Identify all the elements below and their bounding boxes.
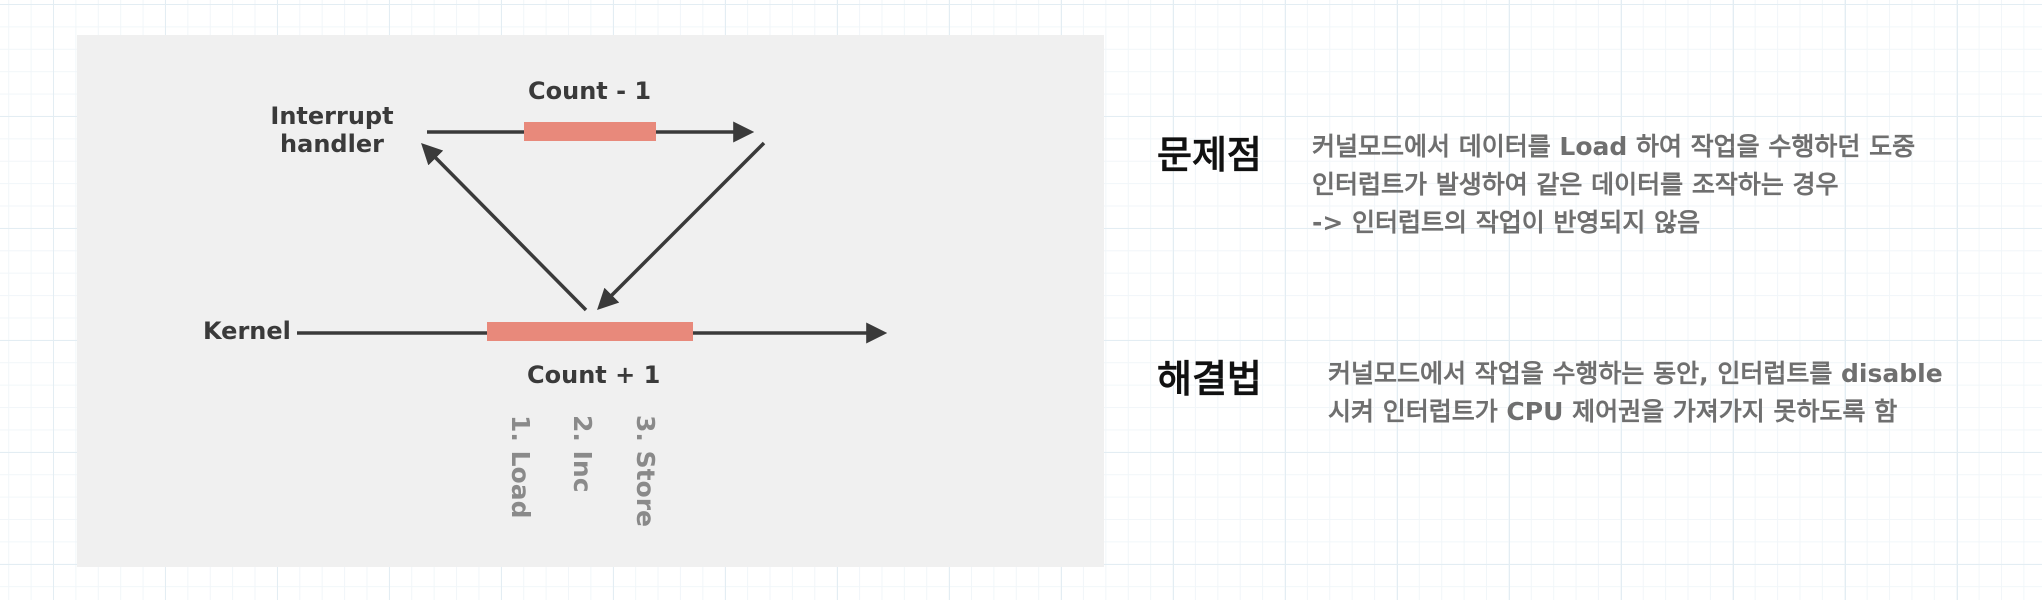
problem-line: 커널모드에서 데이터를 Load 하여 작업을 수행하던 도중 — [1312, 132, 1916, 161]
step-inc-label: 2. Inc — [568, 415, 597, 493]
step-store-label: 3. Store — [631, 415, 660, 528]
interrupt-handler-label: Interrupt handler — [270, 102, 394, 158]
count-minus-bar — [524, 122, 656, 141]
solution-line: 시켜 인터럽트가 CPU 제어권을 가져가지 못하도록 함 — [1328, 397, 1898, 426]
problem-description: 커널모드에서 데이터를 Load 하여 작업을 수행하던 도중 인터럽트가 발생… — [1312, 128, 1915, 242]
solution-description: 커널모드에서 작업을 수행하는 동안, 인터럽트를 disable 시켜 인터럽… — [1328, 355, 1943, 431]
count-plus-label: Count + 1 — [527, 361, 661, 389]
step-load-label: 1. Load — [506, 415, 535, 519]
solution-title: 해결법 — [1157, 357, 1262, 401]
kernel-label: Kernel — [203, 317, 291, 345]
count-plus-bar — [487, 322, 693, 341]
interrupt-return-arrow — [597, 141, 766, 310]
solution-line: 커널모드에서 작업을 수행하는 동안, 인터럽트를 disable — [1328, 359, 1943, 388]
problem-line: -> 인터럽트의 작업이 반영되지 않음 — [1312, 208, 1701, 237]
problem-line: 인터럽트가 발생하여 같은 데이터를 조작하는 경우 — [1312, 170, 1839, 199]
interrupt-entry-arrow — [421, 143, 588, 312]
problem-title: 문제점 — [1157, 133, 1262, 177]
count-minus-label: Count - 1 — [528, 77, 652, 105]
